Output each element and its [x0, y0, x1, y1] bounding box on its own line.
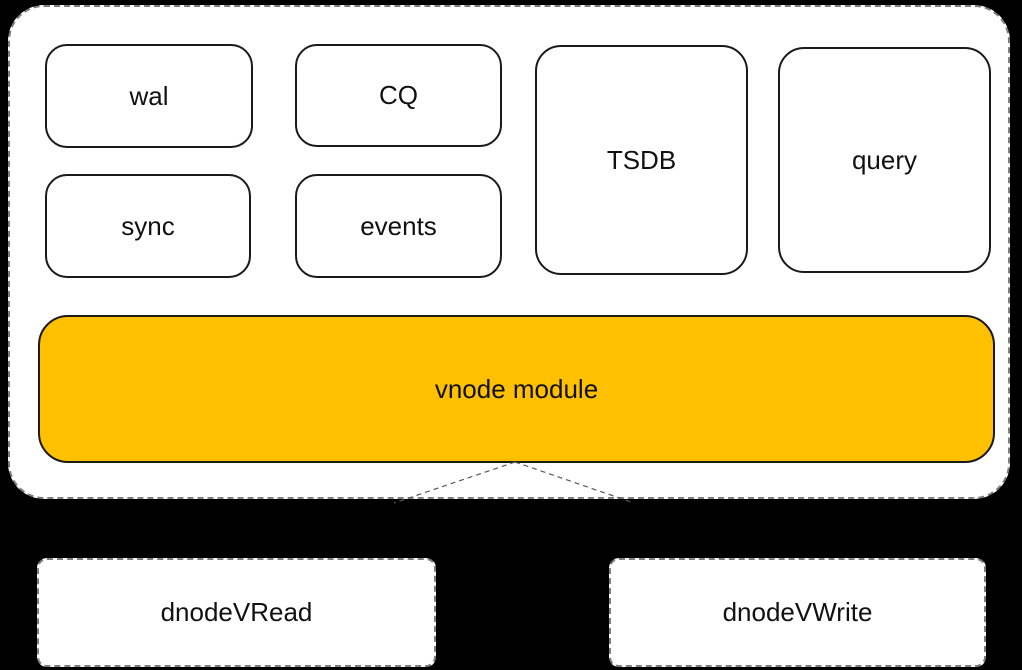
module-box-tsdb: TSDB: [535, 45, 748, 275]
module-box-cq: CQ: [295, 44, 502, 147]
module-box-query: query: [778, 47, 991, 273]
vnode-module-label: vnode module: [434, 373, 599, 404]
dnode-vwrite-box: dnodeVWrite: [609, 558, 986, 667]
module-label-cq: CQ: [379, 80, 418, 110]
module-box-events: events: [295, 174, 502, 278]
vnode-module-box: vnode module: [38, 315, 995, 463]
module-label-query: query: [851, 144, 918, 175]
module-label-tsdb: TSDB: [606, 144, 677, 175]
module-label-events: events: [360, 210, 437, 241]
module-label-wal: wal: [129, 80, 169, 111]
vnode-panel: wal CQ sync events TSDB query vnode modu…: [8, 5, 1010, 499]
dnode-vread-label: dnodeVRead: [160, 597, 313, 627]
module-box-sync: sync: [45, 174, 251, 278]
module-label-sync: sync: [121, 210, 175, 241]
module-box-wal: wal: [45, 44, 253, 148]
dnode-vread-box: dnodeVRead: [37, 558, 436, 667]
dnode-vwrite-label: dnodeVWrite: [722, 597, 873, 627]
